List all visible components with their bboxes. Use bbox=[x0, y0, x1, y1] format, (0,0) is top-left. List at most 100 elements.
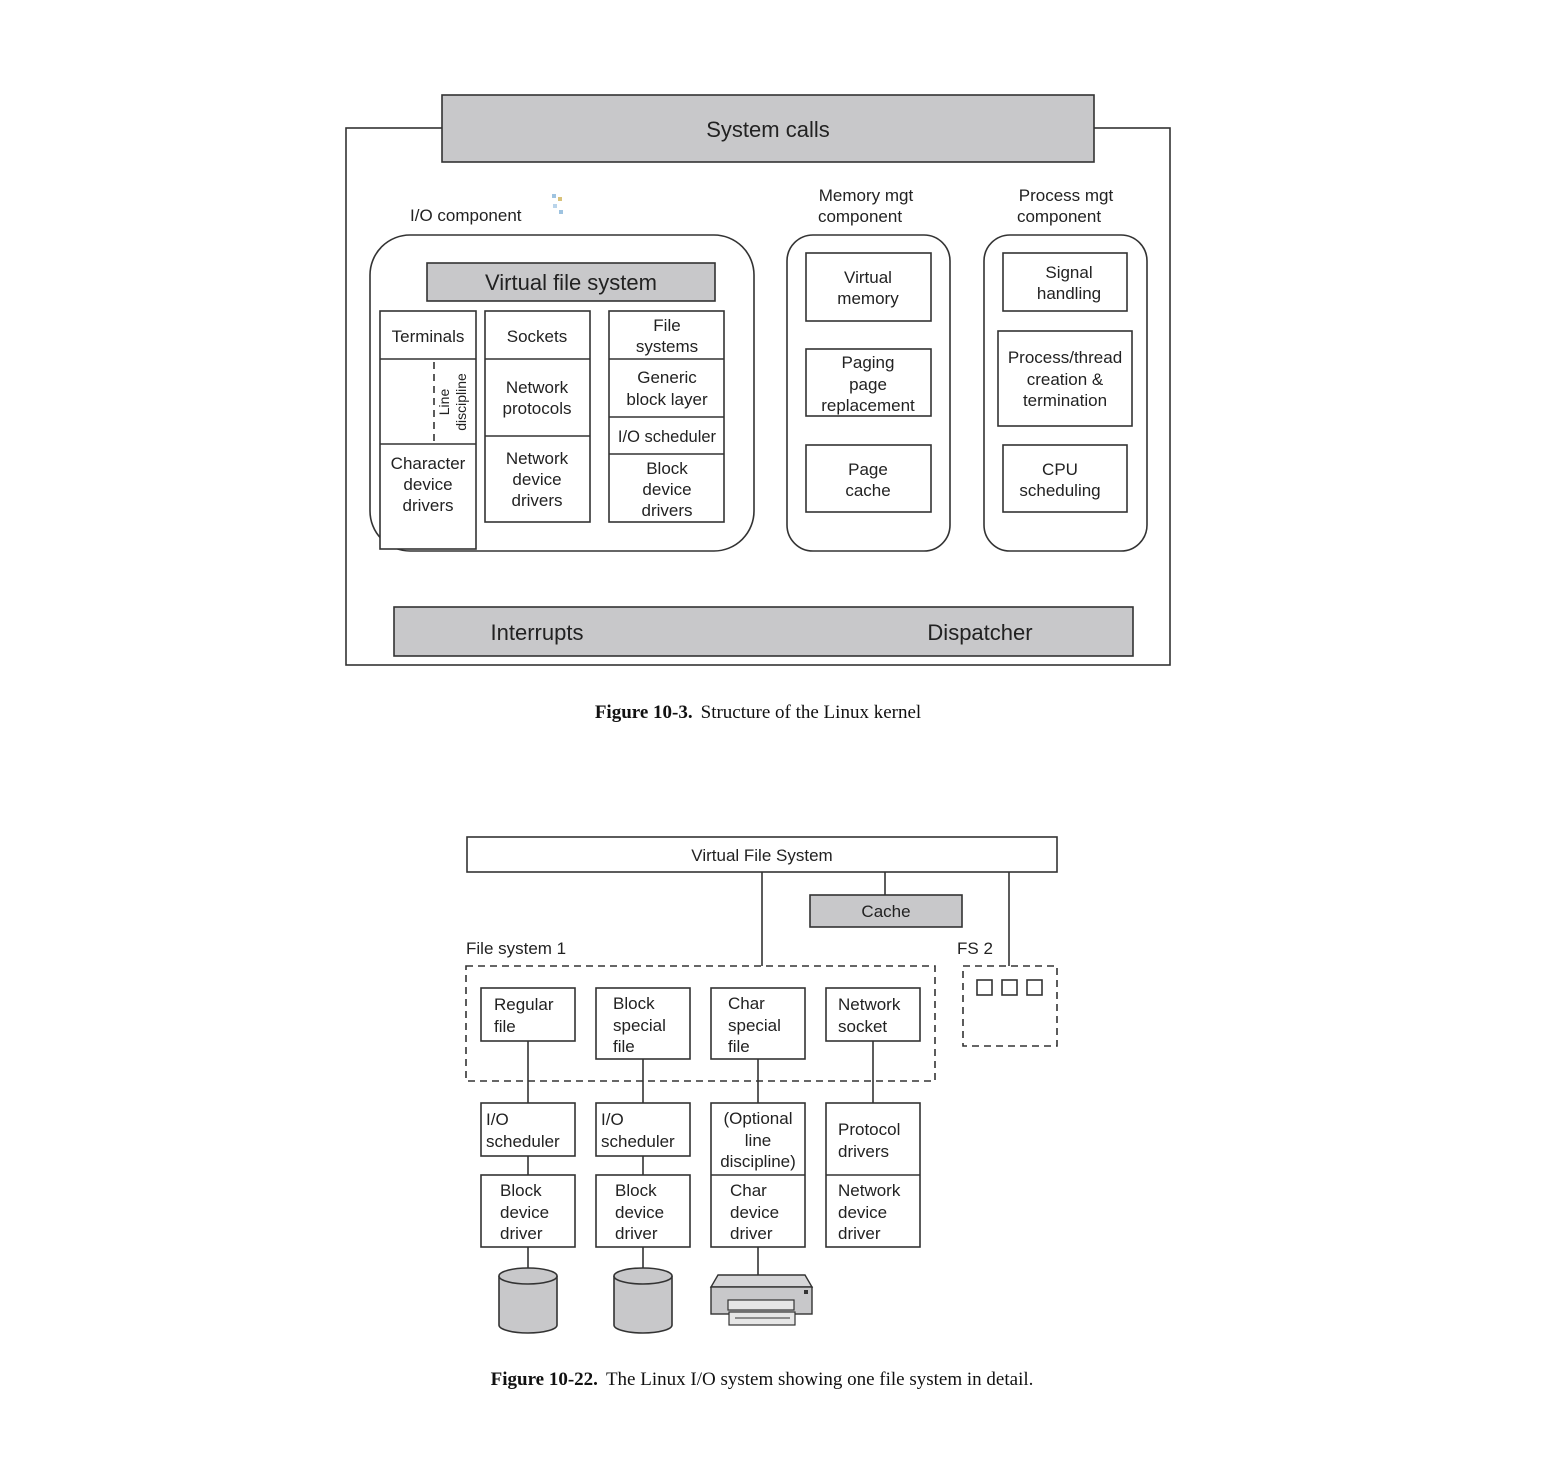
sockets-label: Sockets bbox=[507, 327, 567, 346]
char-special-label-3: file bbox=[728, 1037, 750, 1056]
cpu-scheduling-label-1: CPU bbox=[1042, 460, 1078, 479]
protocol-drivers-label-2: drivers bbox=[838, 1142, 889, 1161]
virtual-memory-label-2: memory bbox=[837, 289, 899, 308]
network-socket-label-2: socket bbox=[838, 1017, 887, 1036]
figure-10-3-caption-number: Figure 10-3. bbox=[595, 702, 693, 723]
vfs-bar bbox=[426, 262, 716, 302]
process-component-label-1: Process mgt bbox=[1019, 186, 1114, 205]
fs2-dashed-box bbox=[962, 965, 1058, 1047]
vfs-label-2: Virtual File System bbox=[691, 846, 832, 865]
figure-10-22-caption-number: Figure 10-22. bbox=[491, 1369, 598, 1390]
signal-handling-box bbox=[1002, 252, 1128, 312]
signal-handling-label-2: handling bbox=[1037, 284, 1101, 303]
cpu-scheduling-box bbox=[1002, 444, 1128, 513]
printer-icon bbox=[709, 1274, 814, 1326]
block-driver-box-1 bbox=[480, 1174, 576, 1248]
page-cache-label-1: Page bbox=[848, 460, 888, 479]
regular-file-label-1: Regular bbox=[494, 995, 554, 1014]
line-discipline-label-2: discipline bbox=[453, 373, 469, 431]
io-scheduler-2-label-1: I/O bbox=[601, 1110, 624, 1129]
interrupts-label: Interrupts bbox=[491, 620, 584, 645]
paging-label-3: replacement bbox=[821, 396, 915, 415]
process-creation-label-1: Process/thread bbox=[1008, 348, 1122, 367]
fs2-square-3 bbox=[1026, 979, 1043, 996]
block-special-label-2: special bbox=[613, 1016, 666, 1035]
char-driver-label-2: device bbox=[730, 1203, 779, 1222]
linux-io-figure: Virtual File System Cache File system 1 … bbox=[465, 836, 1058, 1390]
linux-kernel-figure: System calls I/O component Memory mgt co… bbox=[345, 94, 1171, 723]
network-drivers-label-2: device bbox=[512, 470, 561, 489]
char-special-label-2: special bbox=[728, 1016, 781, 1035]
io-scheduler-box-1 bbox=[480, 1102, 576, 1157]
generic-block-label-1: Generic bbox=[637, 368, 697, 387]
dispatcher-label: Dispatcher bbox=[927, 620, 1032, 645]
disk-icon bbox=[613, 1267, 673, 1334]
fs2-square-1 bbox=[976, 979, 993, 996]
system-calls-label: System calls bbox=[706, 117, 829, 142]
char-drivers-label-1: Character bbox=[391, 454, 466, 473]
network-drivers-label-3: drivers bbox=[511, 491, 562, 510]
block-driver-box-2 bbox=[595, 1174, 691, 1248]
block-driver-1-label-3: driver bbox=[500, 1224, 543, 1243]
char-driver-label-1: Char bbox=[730, 1181, 767, 1200]
network-driver-label-1: Network bbox=[838, 1181, 901, 1200]
block-special-label-3: file bbox=[613, 1037, 635, 1056]
network-protocols-label-1: Network bbox=[506, 378, 569, 397]
block-driver-1-label-1: Block bbox=[500, 1181, 542, 1200]
block-special-box bbox=[595, 987, 691, 1060]
process-creation-label-3: termination bbox=[1023, 391, 1107, 410]
terminals-label: Terminals bbox=[392, 327, 465, 346]
process-component-label-2: component bbox=[1017, 207, 1101, 226]
process-creation-box bbox=[997, 330, 1133, 427]
block-drivers-label-3: drivers bbox=[641, 501, 692, 520]
block-driver-2-label-3: driver bbox=[615, 1224, 658, 1243]
block-drivers-label-1: Block bbox=[646, 459, 688, 478]
io-component-label: I/O component bbox=[410, 206, 522, 225]
fs1-dashed-box bbox=[465, 965, 936, 1082]
network-drivers-label-1: Network bbox=[506, 449, 569, 468]
fs2-label: FS 2 bbox=[957, 939, 993, 958]
figure-10-3-caption: Figure 10-3. Structure of the Linux kerne… bbox=[595, 702, 921, 723]
cache-box bbox=[809, 894, 963, 928]
page-cache-box bbox=[805, 444, 932, 513]
file-systems-label-2: systems bbox=[636, 337, 698, 356]
block-driver-2-label-1: Block bbox=[615, 1181, 657, 1200]
char-special-label-1: Char bbox=[728, 994, 765, 1013]
io-scheduler-2-label-2: scheduler bbox=[601, 1132, 675, 1151]
signal-handling-label-1: Signal bbox=[1045, 263, 1092, 282]
generic-block-label-2: block layer bbox=[626, 390, 708, 409]
regular-file-box bbox=[480, 987, 576, 1042]
block-drivers-label-2: device bbox=[642, 480, 691, 499]
virtual-memory-label-1: Virtual bbox=[844, 268, 892, 287]
io-scheduler-1-label-2: scheduler bbox=[486, 1132, 560, 1151]
line-discipline-label-1: Line bbox=[436, 389, 452, 416]
figure-10-22-caption: Figure 10-22.The Linux I/O system showin… bbox=[491, 1369, 1034, 1390]
paging-label-2: page bbox=[849, 375, 887, 394]
paging-label-1: Paging bbox=[842, 353, 895, 372]
system-calls-bar bbox=[441, 94, 1095, 163]
cpu-scheduling-label-2: scheduling bbox=[1019, 481, 1100, 500]
optional-line-label-3: discipline) bbox=[720, 1152, 796, 1171]
network-driver-label-2: device bbox=[838, 1203, 887, 1222]
terminals-column bbox=[379, 310, 477, 550]
block-driver-2-label-2: device bbox=[615, 1203, 664, 1222]
interrupts-dispatcher-bar bbox=[393, 606, 1134, 657]
io-scheduler-1-label-1: I/O bbox=[486, 1110, 509, 1129]
char-drivers-label-2: device bbox=[403, 475, 452, 494]
optional-line-label-2: line bbox=[745, 1131, 771, 1150]
figure-10-3-caption-text: Structure of the Linux kernel bbox=[701, 702, 922, 723]
network-socket-label-1: Network bbox=[838, 995, 901, 1014]
process-creation-label-2: creation & bbox=[1027, 370, 1104, 389]
memory-component-label-1: Memory mgt bbox=[819, 186, 914, 205]
fs2-square-2 bbox=[1001, 979, 1018, 996]
page-cache-label-2: cache bbox=[845, 481, 890, 500]
regular-file-label-2: file bbox=[494, 1017, 516, 1036]
fs1-label: File system 1 bbox=[466, 939, 566, 958]
block-driver-1-label-2: device bbox=[500, 1203, 549, 1222]
sockets-column bbox=[484, 310, 591, 523]
block-special-label-1: Block bbox=[613, 994, 655, 1013]
char-driver-label-3: driver bbox=[730, 1224, 773, 1243]
disk-icon bbox=[498, 1267, 558, 1334]
io-scheduler-label: I/O scheduler bbox=[618, 428, 717, 446]
